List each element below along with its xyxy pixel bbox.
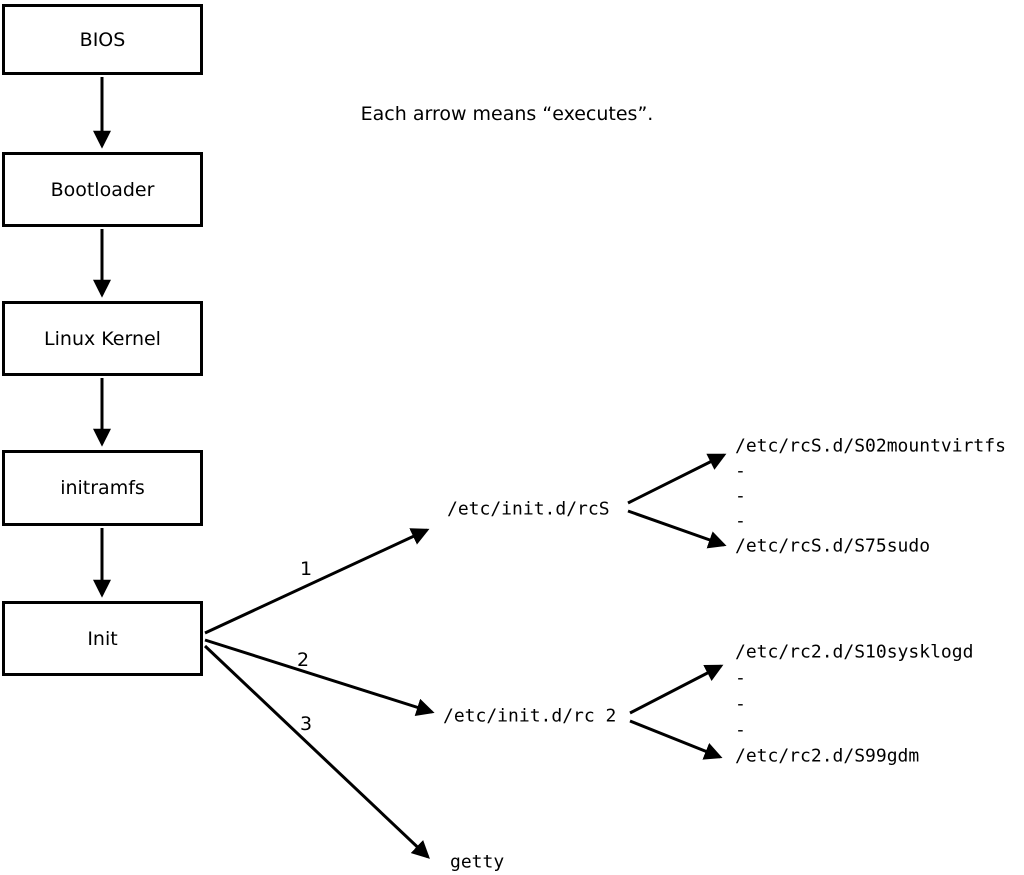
node-rc2-child-s10sysklogd: /etc/rc2.d/S10sysklogd bbox=[735, 641, 974, 663]
node-getty: getty bbox=[450, 851, 505, 873]
arrow-rcs-to-s02mountvirtfs bbox=[627, 453, 727, 505]
arrow-init-to-getty bbox=[203, 644, 430, 859]
arrow-rcs-to-s75sudo bbox=[627, 509, 727, 549]
rc2-ellipsis-dash: - bbox=[735, 667, 746, 689]
node-rcs-child-s75sudo: /etc/rcS.d/S75sudo bbox=[735, 535, 931, 557]
branch-label-2: 2 bbox=[296, 649, 310, 671]
flow-box-initramfs-label: initramfs bbox=[60, 477, 145, 499]
flow-box-initramfs: initramfs bbox=[2, 450, 203, 526]
rcs-ellipsis-dash: - bbox=[735, 460, 746, 482]
arrow-init-to-rc2 bbox=[204, 638, 435, 716]
arrow-rc2-to-s10sysklogd bbox=[629, 664, 724, 715]
flow-box-init-label: Init bbox=[87, 627, 118, 650]
flow-box-linux-kernel-label: Linux Kernel bbox=[44, 327, 161, 350]
branch-label-1: 1 bbox=[299, 558, 313, 580]
rcs-ellipsis-dash: - bbox=[735, 510, 746, 532]
node-etc-init-d-rc2: /etc/init.d/rc 2 bbox=[443, 705, 617, 727]
flow-box-linux-kernel: Linux Kernel bbox=[2, 301, 203, 376]
branch-label-3: 3 bbox=[299, 713, 313, 735]
arrow-rc2-to-s99gdm bbox=[629, 719, 723, 760]
rcs-ellipsis-dash: - bbox=[735, 485, 746, 507]
node-rc2-child-s99gdm: /etc/rc2.d/S99gdm bbox=[735, 745, 920, 767]
node-rcs-child-s02mountvirtfs: /etc/rcS.d/S02mountvirtfs bbox=[735, 435, 1006, 457]
flow-box-bootloader-label: Bootloader bbox=[50, 178, 155, 201]
flow-box-bios: BIOS bbox=[2, 4, 203, 75]
arrow-init-to-rcs bbox=[204, 528, 430, 635]
node-etc-init-d-rcs: /etc/init.d/rcS bbox=[447, 498, 610, 520]
flow-box-bootloader: Bootloader bbox=[2, 152, 203, 227]
rc2-ellipsis-dash: - bbox=[735, 719, 746, 741]
rc2-ellipsis-dash: - bbox=[735, 693, 746, 715]
legend-annotation: Each arrow means “executes”. bbox=[360, 103, 654, 125]
flow-box-init: Init bbox=[2, 601, 203, 676]
flow-box-bios-label: BIOS bbox=[79, 28, 126, 51]
